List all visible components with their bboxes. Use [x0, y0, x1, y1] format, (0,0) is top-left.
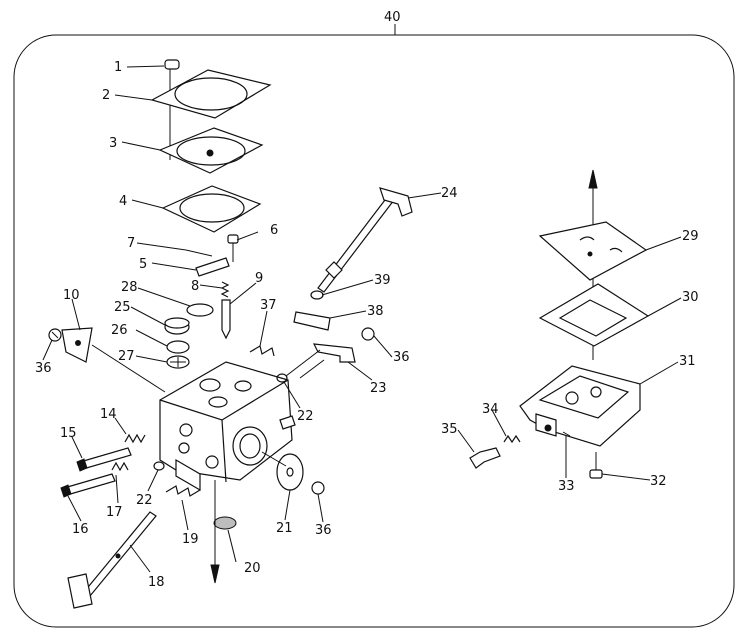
mixture-screw-part-15	[76, 447, 132, 472]
callout-15: 15	[60, 426, 77, 441]
callout-34: 34	[482, 402, 499, 417]
screw-part-35	[469, 447, 501, 469]
gasket-part-29	[538, 221, 648, 281]
spring-part-14	[124, 433, 146, 444]
callout-25: 25	[114, 300, 131, 315]
callout-32: 32	[650, 474, 667, 489]
carburetor-body	[159, 361, 296, 492]
callout-26: 26	[111, 323, 128, 338]
clip-part-22-right	[276, 373, 288, 383]
shaft-part-18	[67, 511, 157, 609]
plug-part	[186, 303, 214, 317]
callout-33: 33	[558, 479, 575, 494]
callout-29: 29	[682, 229, 699, 244]
pump-body-part-31	[519, 365, 641, 447]
callout-6: 6	[270, 223, 278, 238]
needle-valve-part	[221, 299, 231, 340]
callout-38: 38	[367, 304, 384, 319]
screw-part	[164, 59, 180, 160]
spring-part-34	[503, 434, 521, 444]
lever-screw-part	[227, 234, 239, 262]
screen-part-20	[213, 516, 237, 530]
lever-part-38	[293, 311, 331, 331]
callout-1: 1	[114, 60, 122, 75]
callout-23: 23	[370, 381, 387, 396]
screw-part-32	[589, 452, 603, 479]
callout-2: 2	[102, 88, 110, 103]
screw-36-bottom-part	[311, 481, 325, 495]
screw-36-right-part	[361, 327, 375, 341]
callout-24: 24	[441, 186, 458, 201]
callout-17: 17	[106, 505, 123, 520]
callout-30: 30	[682, 290, 699, 305]
callout-4: 4	[119, 194, 127, 209]
callout-40: 40	[384, 10, 401, 25]
callout-16: 16	[72, 522, 89, 537]
ring-part	[166, 340, 190, 354]
diaphragm-part	[158, 127, 264, 174]
spring-part-19	[165, 485, 201, 497]
callout-36-left: 36	[35, 361, 52, 376]
gasket-part	[150, 69, 272, 119]
metering-diaphragm-gasket-part	[161, 185, 262, 233]
plate-part-21	[276, 453, 304, 491]
spring-part-37	[249, 345, 275, 357]
callout-35: 35	[441, 422, 458, 437]
callout-31: 31	[679, 354, 696, 369]
callout-36-right: 36	[393, 350, 410, 365]
clip-part-22-left	[153, 461, 165, 471]
lever-part-23	[312, 343, 356, 363]
callout-27: 27	[118, 349, 135, 364]
callout-39: 39	[374, 273, 391, 288]
callout-5: 5	[139, 257, 147, 272]
callout-14: 14	[100, 407, 117, 422]
shaft-part-24	[317, 187, 413, 293]
pin-part	[185, 249, 213, 257]
callout-3: 3	[109, 136, 117, 151]
pin-part-33	[562, 431, 571, 437]
callout-18: 18	[148, 575, 165, 590]
metering-lever-part	[195, 257, 230, 277]
mixture-screw-part-16	[60, 473, 116, 498]
spring-part-17	[111, 461, 129, 472]
callout-8: 8	[191, 279, 199, 294]
screen-part	[166, 355, 190, 369]
spring-part-8	[220, 281, 230, 298]
callout-37: 37	[260, 298, 277, 313]
callout-labels: 40 1 2 3 4 5 6 7 8 9 10 14 15 16 17 18 1…	[35, 10, 699, 590]
callout-10: 10	[63, 288, 80, 303]
callout-21: 21	[276, 521, 293, 536]
assembly-frame	[13, 24, 735, 628]
welch-plug-part	[164, 317, 190, 335]
washer-part-39	[310, 290, 324, 300]
callout-36-bottom: 36	[315, 523, 332, 538]
callout-20: 20	[244, 561, 261, 576]
callout-28: 28	[121, 280, 138, 295]
callout-19: 19	[182, 532, 199, 547]
callout-9: 9	[255, 271, 263, 286]
cover-plate-part	[61, 327, 93, 363]
pump-diaphragm-part-30	[538, 283, 650, 347]
leader-lines	[42, 65, 682, 573]
callout-22-right: 22	[297, 409, 314, 424]
callout-22-left: 22	[136, 493, 153, 508]
screw-36-left-part	[48, 328, 62, 342]
callout-7: 7	[127, 236, 135, 251]
